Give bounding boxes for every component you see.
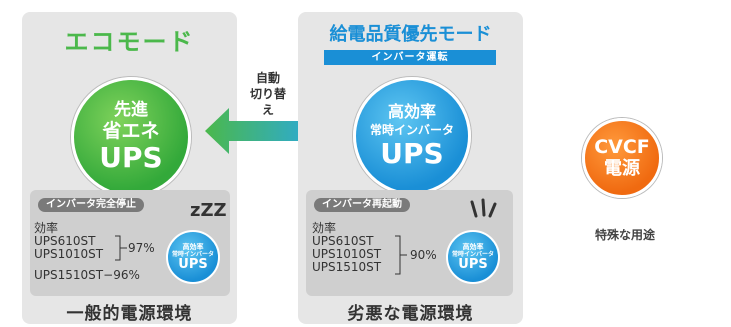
eco-mode-title: エコモード bbox=[64, 28, 195, 56]
eco-model-2: UPS1010ST bbox=[34, 247, 104, 261]
eco-dash: − bbox=[103, 268, 114, 282]
eco-group-efficiency: 97% bbox=[128, 241, 155, 255]
sleep-zzz-icon: zZZ bbox=[190, 200, 227, 221]
prio-model-2: UPS1010ST bbox=[312, 247, 382, 261]
eco-ups-circle: 先進 省エネ UPS bbox=[71, 77, 191, 197]
eco-circle-line3: UPS bbox=[99, 141, 163, 174]
eco-circle-line2: 省エネ bbox=[102, 120, 160, 142]
eco-mode-panel: エコモード 先進 省エネ UPS インバータ完全停止 zZZ 効率 UPS610… bbox=[22, 12, 237, 324]
switch-line1: 自動 bbox=[255, 71, 280, 85]
auto-switch-label: 自動 切り替え bbox=[246, 70, 290, 118]
eco-bracket-icon bbox=[115, 235, 127, 261]
prio-model-1: UPS610ST bbox=[312, 234, 374, 248]
eco-model-3: UPS1510ST bbox=[34, 268, 104, 282]
prio-small-line3: UPS bbox=[458, 256, 488, 272]
eco-model-1: UPS610ST bbox=[34, 234, 96, 248]
prio-small-line1: 高効率 bbox=[462, 242, 484, 251]
eco-circle-line1: 先進 bbox=[114, 100, 148, 120]
eco-model-3-row: UPS1510ST−96% bbox=[34, 269, 140, 282]
eco-detail-box: インバータ完全停止 zZZ 効率 UPS610ST UPS1010ST 97% … bbox=[30, 190, 230, 296]
eco-small-ups-circle: 高効率 常時インバータ UPS bbox=[166, 230, 220, 284]
cvcf-caption: 特殊な用途 bbox=[594, 228, 655, 242]
eco-single-efficiency: 96% bbox=[113, 268, 140, 282]
cvcf-line2: 電源 bbox=[604, 158, 640, 179]
prio-circle-line3: UPS bbox=[380, 137, 444, 170]
cvcf-power-circle: CVCF 電源 bbox=[582, 118, 662, 198]
bidirectional-arrow-icon bbox=[205, 108, 327, 154]
switch-line2: 切り替え bbox=[249, 87, 286, 117]
priority-status-pill: インバータ再起動 bbox=[314, 198, 410, 212]
prio-circle-line2: 常時インバータ bbox=[369, 123, 454, 137]
eco-small-line1: 高効率 bbox=[182, 242, 204, 251]
priority-mode-title: 給電品質優先モード bbox=[329, 24, 492, 45]
prio-small-ups-circle: 高効率 常時インバータ UPS bbox=[446, 230, 500, 284]
priority-mode-subtitle: インバータ運転 bbox=[324, 50, 496, 65]
cvcf-line1: CVCF bbox=[594, 136, 650, 158]
eco-small-line2: 常時インバータ bbox=[171, 250, 214, 258]
prio-circle-line1: 高効率 bbox=[387, 102, 436, 121]
eco-small-line3: UPS bbox=[178, 256, 208, 272]
priority-footer: 劣悪な電源環境 bbox=[347, 304, 474, 324]
prio-bracket-icon bbox=[395, 235, 407, 275]
priority-ups-circle: 高効率 常時インバータ UPS bbox=[353, 77, 471, 195]
prio-model-3: UPS1510ST bbox=[312, 260, 382, 274]
prio-group-efficiency: 90% bbox=[410, 248, 437, 262]
eco-footer: 一般的電源環境 bbox=[66, 304, 193, 324]
prio-efficiency-label: 効率 bbox=[312, 221, 337, 235]
eco-status-pill: インバータ完全停止 bbox=[38, 198, 144, 212]
eco-efficiency-label: 効率 bbox=[34, 221, 59, 235]
restart-burst-icon bbox=[470, 198, 497, 218]
priority-mode-panel: 給電品質優先モード インバータ運転 高効率 常時インバータ UPS インバータ再… bbox=[298, 12, 523, 324]
priority-detail-box: インバータ再起動 効率 UPS610ST UPS1010ST UPS1510ST… bbox=[306, 190, 513, 296]
prio-small-line2: 常時インバータ bbox=[451, 250, 494, 258]
